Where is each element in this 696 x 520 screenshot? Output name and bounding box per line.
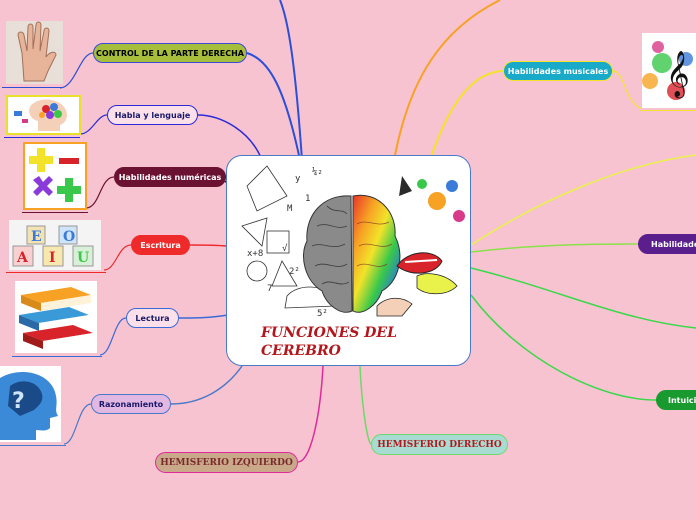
connector-razonamiento-img <box>63 403 92 445</box>
underline <box>2 87 62 88</box>
svg-text:M: M <box>287 204 293 214</box>
svg-text:√: √ <box>282 243 288 254</box>
underline <box>4 137 80 138</box>
svg-text:1: 1 <box>305 194 310 204</box>
math-symbols-icon <box>23 142 87 210</box>
svg-text:5²: 5² <box>317 309 328 319</box>
head-speech-icon <box>6 95 81 135</box>
topic-intuicion[interactable]: Intuici <box>656 390 696 410</box>
connector-musicales-img <box>612 70 643 109</box>
connector-razonamiento <box>170 365 243 405</box>
topic-label: Razonamiento <box>98 399 164 409</box>
thinking-head-icon: ? <box>0 366 61 442</box>
svg-text:7: 7 <box>267 284 272 294</box>
svg-text:?: ? <box>12 389 25 414</box>
svg-text:¼₂: ¼₂ <box>312 167 323 177</box>
central-title: FUNCIONES DEL CEREBRO <box>261 325 397 359</box>
underline <box>0 445 66 446</box>
connector-escritura-img <box>103 244 132 271</box>
topic-habla-lenguaje[interactable]: Habla y lenguaje <box>107 105 198 125</box>
connector-top-orange <box>394 0 501 156</box>
books-icon <box>15 281 97 353</box>
topic-habilidades-numericas[interactable]: Habilidades numéricas <box>114 167 226 187</box>
connector-numericas-img <box>85 176 115 209</box>
brain-illustration: y¼₂ M1x+8 2²√7 75² <box>241 165 465 319</box>
connector-musicales <box>429 70 504 161</box>
connector-izquierdo <box>297 365 324 463</box>
topic-control-parte-derecha[interactable]: CONTROL DE LA PARTE DERECHA <box>93 43 247 63</box>
music-notes-icon: 𝄞 <box>642 33 696 108</box>
svg-text:U: U <box>77 250 89 266</box>
topic-habilidades-musicales[interactable]: Habilidades musicales <box>503 61 613 81</box>
topic-label: Habilidades numéricas <box>118 172 222 182</box>
connector-control-top <box>279 0 303 161</box>
topic-escritura[interactable]: Escritura <box>131 235 190 255</box>
connector-intuicion <box>470 294 657 401</box>
topic-razonamiento[interactable]: Razonamiento <box>91 394 171 414</box>
connector-yellow-right <box>470 154 696 246</box>
svg-text:𝄞: 𝄞 <box>666 51 690 99</box>
connector-habilidades <box>470 243 639 253</box>
svg-text:A: A <box>16 250 29 266</box>
connector-control <box>246 52 301 161</box>
topic-label: Lectura <box>135 313 170 323</box>
topic-label: Intuici <box>668 395 696 405</box>
connector-green-right <box>470 267 696 329</box>
connector-habla-img <box>79 114 108 135</box>
underline <box>6 272 106 273</box>
svg-text:E: E <box>31 229 42 245</box>
topic-label: Habilidades <box>651 239 696 249</box>
svg-text:2²: 2² <box>289 267 300 277</box>
svg-text:x+8: x+8 <box>247 249 263 259</box>
connector-derecho <box>359 365 372 445</box>
connector-escritura <box>189 244 227 247</box>
topic-label: HEMISFERIO DERECHO <box>377 439 502 450</box>
central-topic[interactable]: y¼₂ M1x+8 2²√7 75² <box>226 155 471 366</box>
hand-icon <box>6 21 63 84</box>
connector-lectura <box>178 314 229 319</box>
connector-control-img <box>59 52 94 89</box>
svg-text:y: y <box>295 174 301 184</box>
topic-habilidades[interactable]: Habilidades <box>638 234 696 254</box>
letter-blocks-icon: E O A I U <box>9 220 101 270</box>
underline <box>12 356 102 357</box>
topic-label: CONTROL DE LA PARTE DERECHA <box>96 48 244 58</box>
underline <box>22 212 88 213</box>
underline <box>640 110 696 111</box>
topic-label: Habla y lenguaje <box>114 110 191 120</box>
topic-lectura[interactable]: Lectura <box>126 308 179 328</box>
topic-label: HEMISFERIO IZQUIERDO <box>160 457 293 468</box>
topic-hemisferio-izquierdo[interactable]: HEMISFERIO IZQUIERDO <box>155 452 298 473</box>
connector-lectura-img <box>99 317 127 356</box>
svg-text:O: O <box>63 229 75 245</box>
topic-hemisferio-derecho[interactable]: HEMISFERIO DERECHO <box>371 434 508 455</box>
connector-habla <box>197 114 263 161</box>
topic-label: Habilidades musicales <box>507 66 609 76</box>
svg-text:I: I <box>49 250 56 266</box>
topic-label: Escritura <box>140 240 181 250</box>
